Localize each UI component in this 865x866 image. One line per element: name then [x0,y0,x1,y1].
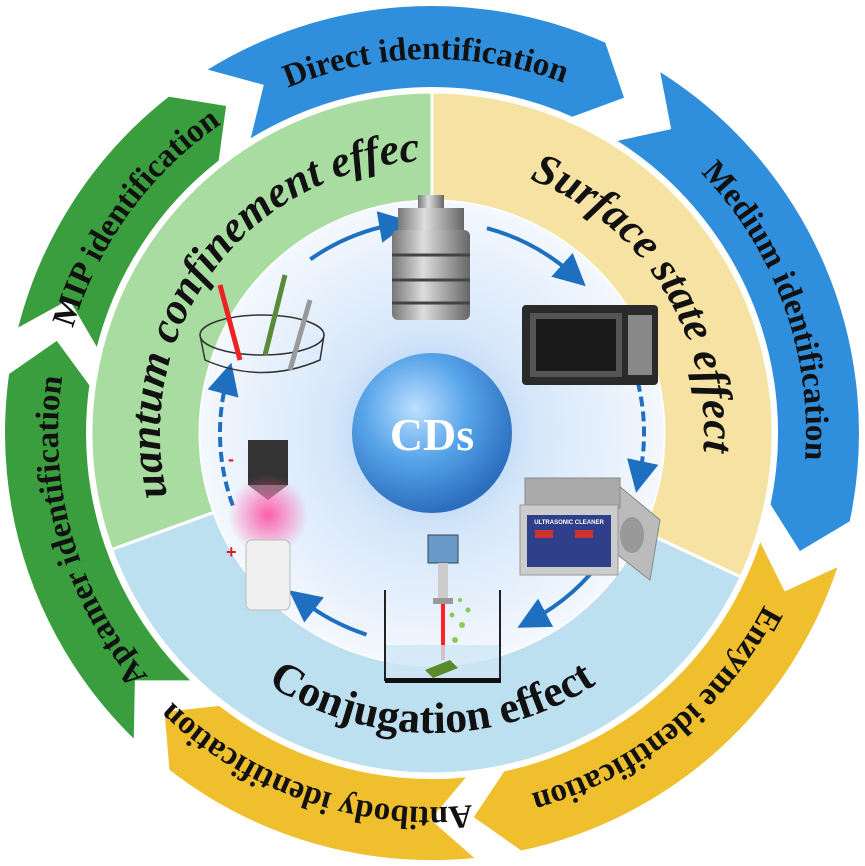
ultrasonic-label: ULTRASONIC CLEANER [534,520,604,526]
laser-ablation-icon [384,534,501,683]
ultrasonic-cleaner-icon: ULTRASONIC CLEANER [519,477,661,581]
arc-minus-sign: - [228,449,234,469]
cycle-arrow [207,362,239,507]
arc-plus-sign: + [226,542,237,562]
microwave-icon [522,305,658,385]
hydrothermal-autoclave-icon [392,195,470,320]
cycle-arrow [288,590,368,637]
cds-label: CDs [390,409,474,460]
cycle-arrow [309,211,411,261]
cds-sphere: CDs [352,353,512,513]
arc-discharge-icon: - + [226,440,308,611]
electrochemical-cell-icon [199,274,325,374]
cycle-arrow [486,226,586,287]
outer-segment-direct: Direct identification [202,4,627,143]
cycle-arrow [627,366,659,493]
